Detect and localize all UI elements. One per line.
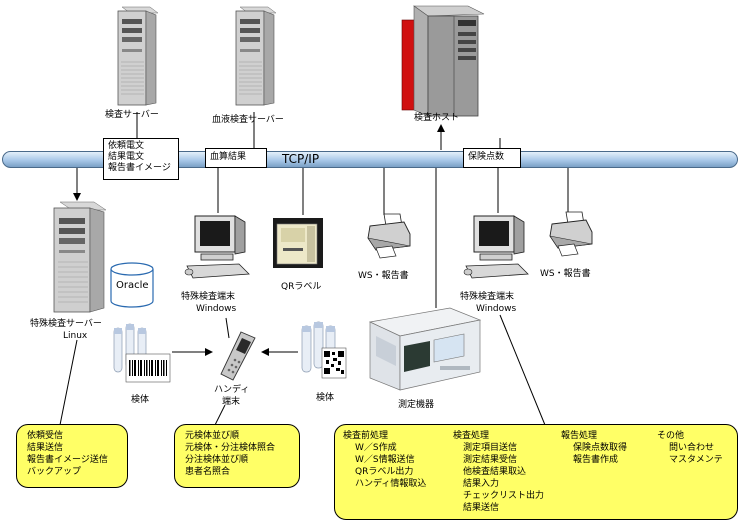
terminal2-label: 特殊検査端末 xyxy=(460,292,515,302)
msg-report-image: 報告書イメージ xyxy=(108,163,171,173)
exam-process-item: チェックリスト出力 xyxy=(463,491,545,501)
tcpip-label: TCP/IP xyxy=(282,152,320,166)
pre-process-item: W／S情報送信 xyxy=(355,455,415,465)
blood-server-icon xyxy=(232,6,277,107)
inspection-messages-box: 依頼電文 結果電文 報告書イメージ xyxy=(103,138,179,180)
inspection-server-label: 検査サーバー xyxy=(105,110,159,120)
exam-process-item: 測定項目送信 xyxy=(463,443,518,453)
pre-process-item: QRラベル出力 xyxy=(355,467,414,477)
oracle-database-icon: Oracle xyxy=(110,262,154,308)
note-handy-item: 元検体・分注検体照合 xyxy=(185,443,276,453)
special-server-icon xyxy=(50,201,107,314)
exam-process-item: 他検査結果取込 xyxy=(463,467,527,477)
host-label: 検査ホスト xyxy=(414,113,460,123)
printer1-label: WS・報告書 xyxy=(358,271,409,281)
qr-printer-icon xyxy=(273,218,323,268)
line-note-processing xyxy=(499,314,546,426)
msg-result: 結果電文 xyxy=(108,152,145,162)
handy-label-2: 端末 xyxy=(222,397,241,407)
terminal2-os: Windows xyxy=(476,304,517,314)
note-server-item: 報告書イメージ送信 xyxy=(27,455,108,465)
other-title: その他 xyxy=(657,431,685,441)
other-item: マスタメンテ xyxy=(669,455,723,465)
specimen2-label: 検体 xyxy=(316,393,335,403)
line-note-handy xyxy=(214,404,226,426)
printer2-icon xyxy=(548,210,593,258)
analyzer-icon xyxy=(360,306,482,394)
host-mainframe-icon xyxy=(398,5,485,118)
specimen1-icon xyxy=(110,322,172,388)
line-note-server xyxy=(59,339,78,426)
note-handy-item: 元検体並び順 xyxy=(185,431,240,441)
inspection-server-icon xyxy=(114,6,159,107)
specimen1-label: 検体 xyxy=(131,395,150,405)
oracle-label: Oracle xyxy=(116,280,149,291)
terminal1-icon xyxy=(183,212,251,282)
report-process-title: 報告処理 xyxy=(561,431,598,441)
msg-request: 依頼電文 xyxy=(108,141,145,151)
terminal1-label: 特殊検査端末 xyxy=(181,292,236,302)
other-column: その他 問い合わせ マスタメンテ xyxy=(657,430,723,466)
note-server-item: 結果送信 xyxy=(27,443,64,453)
terminal2-icon xyxy=(462,212,530,282)
exam-process-item: 結果送信 xyxy=(463,503,500,513)
handy-terminal-icon xyxy=(215,330,259,382)
note-server-item: バックアップ xyxy=(27,467,82,477)
insurance-box: 保険点数 xyxy=(463,148,521,168)
report-process-column: 報告処理 保険点数取得 報告書作成 xyxy=(561,430,627,466)
terminal1-os: Windows xyxy=(196,304,237,314)
handy-label-1: ハンディ xyxy=(214,385,250,395)
report-process-item: 報告書作成 xyxy=(573,455,619,465)
note-handy-item: 分注検体並び順 xyxy=(185,455,249,465)
pre-process-column: 検査前処理 W／S作成 W／S情報送信 QRラベル出力 ハンディ情報取込 xyxy=(343,430,426,490)
qr-label-text: QRラベル xyxy=(281,282,322,292)
exam-process-column: 検査処理 測定項目送信 測定結果受信 他検査結果取込 結果入力 チェックリスト出… xyxy=(453,430,544,514)
report-process-item: 保険点数取得 xyxy=(573,443,628,453)
line-terminal1-handy xyxy=(225,317,230,339)
analyzer-label: 測定機器 xyxy=(398,400,435,410)
processing-functions-note: 検査前処理 W／S作成 W／S情報送信 QRラベル出力 ハンディ情報取込 検査処… xyxy=(334,424,738,520)
pre-process-title: 検査前処理 xyxy=(343,431,389,441)
server-functions-note: 依頼受信 結果送信 報告書イメージ送信 バックアップ xyxy=(16,424,128,488)
pre-process-item: W／S作成 xyxy=(355,443,397,453)
exam-process-item: 結果入力 xyxy=(463,479,500,489)
blood-server-label: 血液検査サーバー xyxy=(212,115,284,125)
note-server-item: 依頼受信 xyxy=(27,431,64,441)
printer2-label: WS・報告書 xyxy=(540,269,591,279)
special-server-label: 特殊検査サーバー xyxy=(30,319,102,329)
blood-result-box: 血算結果 xyxy=(205,148,267,168)
note-handy-item: 患者名照合 xyxy=(185,467,231,477)
specimen2-icon xyxy=(300,320,350,384)
exam-process-item: 測定結果受信 xyxy=(463,455,518,465)
pre-process-item: ハンディ情報取込 xyxy=(355,479,427,489)
printer1-icon xyxy=(366,212,411,260)
exam-process-title: 検査処理 xyxy=(453,431,490,441)
tcpip-bus xyxy=(2,151,738,168)
handy-functions-note: 元検体並び順 元検体・分注検体照合 分注検体並び順 患者名照合 xyxy=(174,424,300,488)
special-server-os: Linux xyxy=(63,331,88,341)
other-item: 問い合わせ xyxy=(669,443,715,453)
